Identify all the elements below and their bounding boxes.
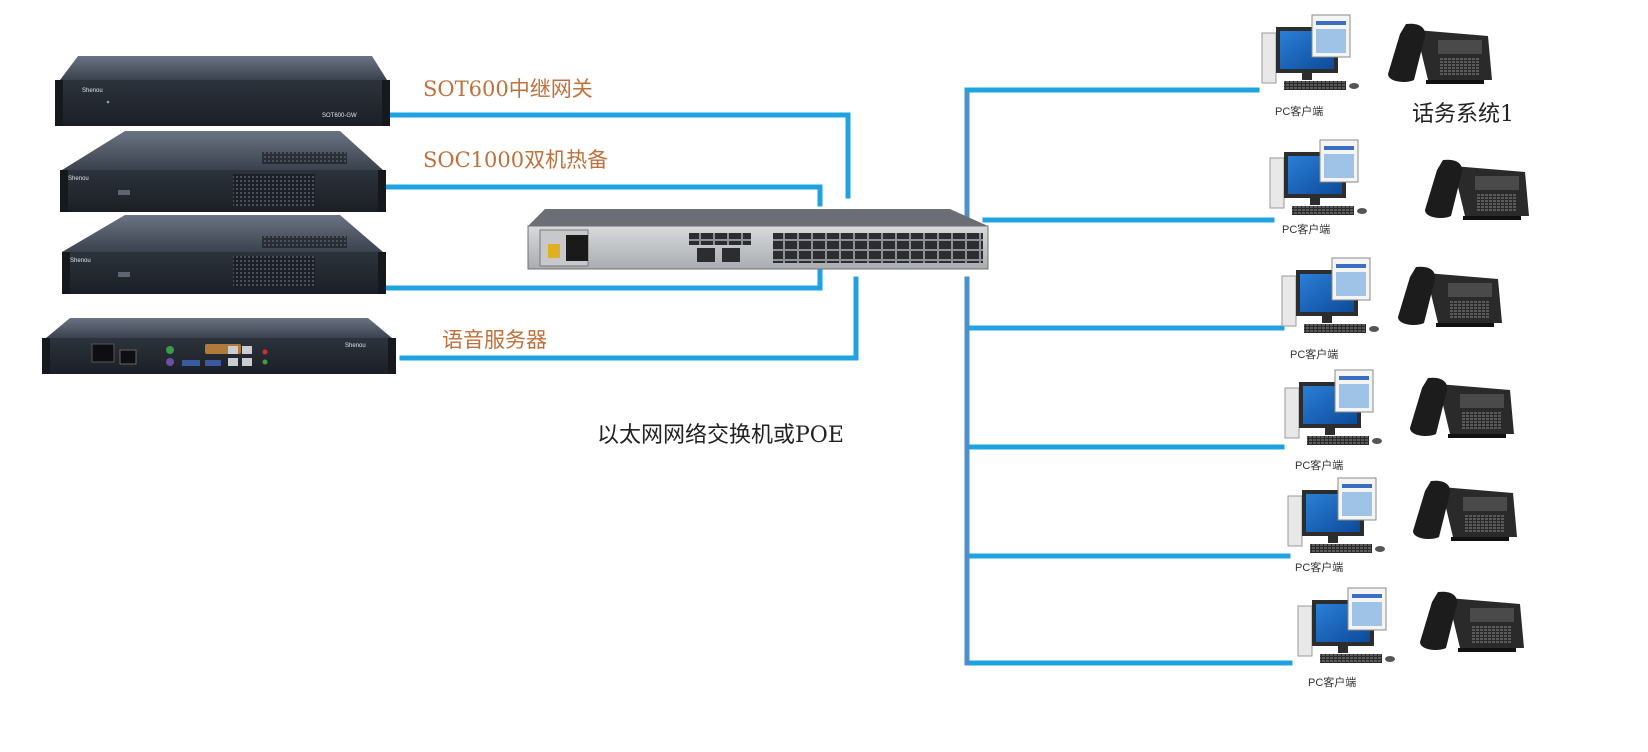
soc-primary-device: Shenou xyxy=(60,131,386,212)
gateway-model: SOT600-GW xyxy=(322,113,357,119)
gateway-label: SOT600中继网关 xyxy=(423,77,593,101)
client-3: PC客户端 xyxy=(1281,257,1502,361)
ip-phone-icon xyxy=(1425,159,1529,220)
client-4: PC客户端 xyxy=(1284,369,1514,472)
ip-phone-icon xyxy=(1410,377,1514,438)
gateway-brand: Shenou xyxy=(82,88,103,94)
pc-icon xyxy=(1281,257,1379,333)
pc-client-label: PC客户端 xyxy=(1295,458,1343,472)
voice-server-brand: Shenou xyxy=(345,343,366,349)
soc-backup-brand: Shenou xyxy=(70,258,91,264)
clients: PC客户端话务系统1PC客户端PC客户端PC客户端PC客户端PC客户端 xyxy=(1261,14,1529,689)
client-2: PC客户端 xyxy=(1269,139,1529,236)
pc-icon xyxy=(1284,369,1382,445)
ip-phone-icon xyxy=(1388,23,1492,84)
ip-phone-icon xyxy=(1420,591,1524,652)
gateway-device: Shenou SOT600-GW xyxy=(55,56,390,126)
cable-voice-server xyxy=(399,276,859,361)
pc-client-label: PC客户端 xyxy=(1295,560,1343,574)
pc-icon xyxy=(1297,587,1395,663)
ip-phone-icon xyxy=(1413,480,1517,541)
soc-primary-brand: Shenou xyxy=(68,176,89,182)
voice-server-device: Shenou xyxy=(42,318,396,374)
cable-soc-primary xyxy=(385,184,823,207)
soc-label: SOC1000双机热备 xyxy=(423,148,608,172)
client-1: PC客户端 话务系统1 xyxy=(1261,14,1514,127)
group-label: 话务系统1 xyxy=(1412,102,1514,127)
pc-icon xyxy=(1269,139,1367,215)
pc-icon xyxy=(1261,14,1359,90)
pc-client-label: PC客户端 xyxy=(1275,104,1323,118)
switch-label: 以太网网络交换机或POE xyxy=(597,423,844,448)
ip-phone-icon xyxy=(1398,266,1502,327)
voice-server-label: 语音服务器 xyxy=(442,328,547,352)
cables-left xyxy=(385,112,859,361)
cables-right xyxy=(964,87,1293,666)
pc-client-label: PC客户端 xyxy=(1290,347,1338,361)
pc-client-label: PC客户端 xyxy=(1308,675,1356,689)
client-5: PC客户端 xyxy=(1287,477,1517,574)
cable-soc-backup xyxy=(385,269,823,291)
pc-icon xyxy=(1287,477,1385,553)
ethernet-switch xyxy=(527,209,989,270)
soc-backup-device: Shenou xyxy=(62,215,386,294)
client-6: PC客户端 xyxy=(1297,587,1524,689)
pc-client-label: PC客户端 xyxy=(1282,222,1330,236)
cable-gateway xyxy=(389,112,851,199)
